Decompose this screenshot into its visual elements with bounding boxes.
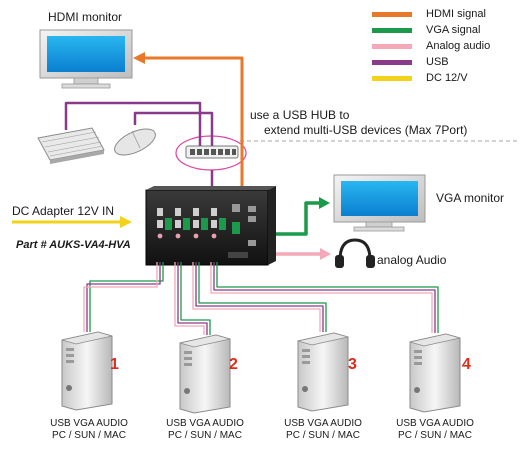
hdmi-monitor — [39, 29, 133, 89]
legend-swatch-vga — [372, 27, 412, 33]
pc-number-1: 1 — [110, 356, 119, 373]
legend-item-dc: DC 12/V — [372, 71, 468, 85]
legend-item-usb: USB — [372, 55, 449, 69]
legend-item-analog: Analog audio — [372, 39, 490, 53]
kvm-switch — [145, 186, 276, 266]
pc-caption-4: USB VGA AUDIO PC / SUN / MAC — [380, 418, 490, 442]
legend-label-hdmi: HDMI signal — [426, 8, 486, 20]
legend-label-vga: VGA signal — [426, 24, 481, 36]
legend-label-analog: Analog audio — [426, 40, 491, 52]
hdmi-monitor-label: HDMI monitor — [48, 10, 123, 24]
pc-caption-2-line2: PC / SUN / MAC — [168, 430, 242, 441]
usb-hub-note-line1: use a USB HUB to — [250, 108, 350, 122]
legend-label-dc: DC 12/V — [426, 72, 468, 84]
pc-caption-1: USB VGA AUDIO PC / SUN / MAC — [34, 418, 144, 442]
pc-caption-2: USB VGA AUDIO PC / SUN / MAC — [150, 418, 260, 442]
pc-tower-1 — [61, 331, 113, 411]
legend-item-hdmi: HDMI signal — [372, 7, 486, 21]
pc-number-2: 2 — [229, 356, 238, 373]
dc-power-cable — [12, 216, 132, 228]
mouse-icon — [114, 128, 156, 156]
legend-label-usb: USB — [426, 56, 449, 68]
pc-caption-3-line1: USB VGA AUDIO — [284, 418, 362, 429]
legend-swatch-dc — [372, 75, 412, 81]
pc-caption-1-line2: PC / SUN / MAC — [52, 430, 126, 441]
pc-caption-3-line2: PC / SUN / MAC — [286, 430, 360, 441]
legend-item-vga: VGA signal — [372, 23, 480, 37]
pc-caption-4-line2: PC / SUN / MAC — [398, 430, 472, 441]
dc-adapter-label: DC Adapter 12V IN — [12, 204, 115, 218]
pc-caption-2-line1: USB VGA AUDIO — [166, 418, 244, 429]
part-number-label: Part # AUKS-VA4-HVA — [16, 239, 131, 251]
pc-tower-2 — [179, 334, 231, 414]
keyboard-icon — [37, 127, 105, 164]
pc-caption-1-line1: USB VGA AUDIO — [50, 418, 128, 429]
pc-number-4: 4 — [462, 356, 471, 373]
vga-cable — [266, 197, 330, 236]
vga-monitor-label: VGA monitor — [436, 191, 505, 205]
analog-audio-label: analog Audio — [377, 253, 447, 267]
pc-tower-4 — [409, 333, 461, 413]
legend-swatch-analog — [372, 43, 412, 49]
pc-caption-3: USB VGA AUDIO PC / SUN / MAC — [268, 418, 378, 442]
pc-tower-3 — [297, 332, 349, 412]
legend-swatch-hdmi — [372, 11, 412, 17]
pc-caption-4-line1: USB VGA AUDIO — [396, 418, 474, 429]
legend-swatch-usb — [372, 59, 412, 65]
usb-hub-note-line2: extend multi-USB devices (Max 7Port) — [264, 123, 468, 137]
vga-monitor — [333, 174, 426, 232]
pc-number-3: 3 — [348, 356, 357, 373]
pc-cables — [83, 262, 439, 335]
hdmi-cable — [133, 52, 244, 207]
headphones-icon — [335, 238, 375, 268]
